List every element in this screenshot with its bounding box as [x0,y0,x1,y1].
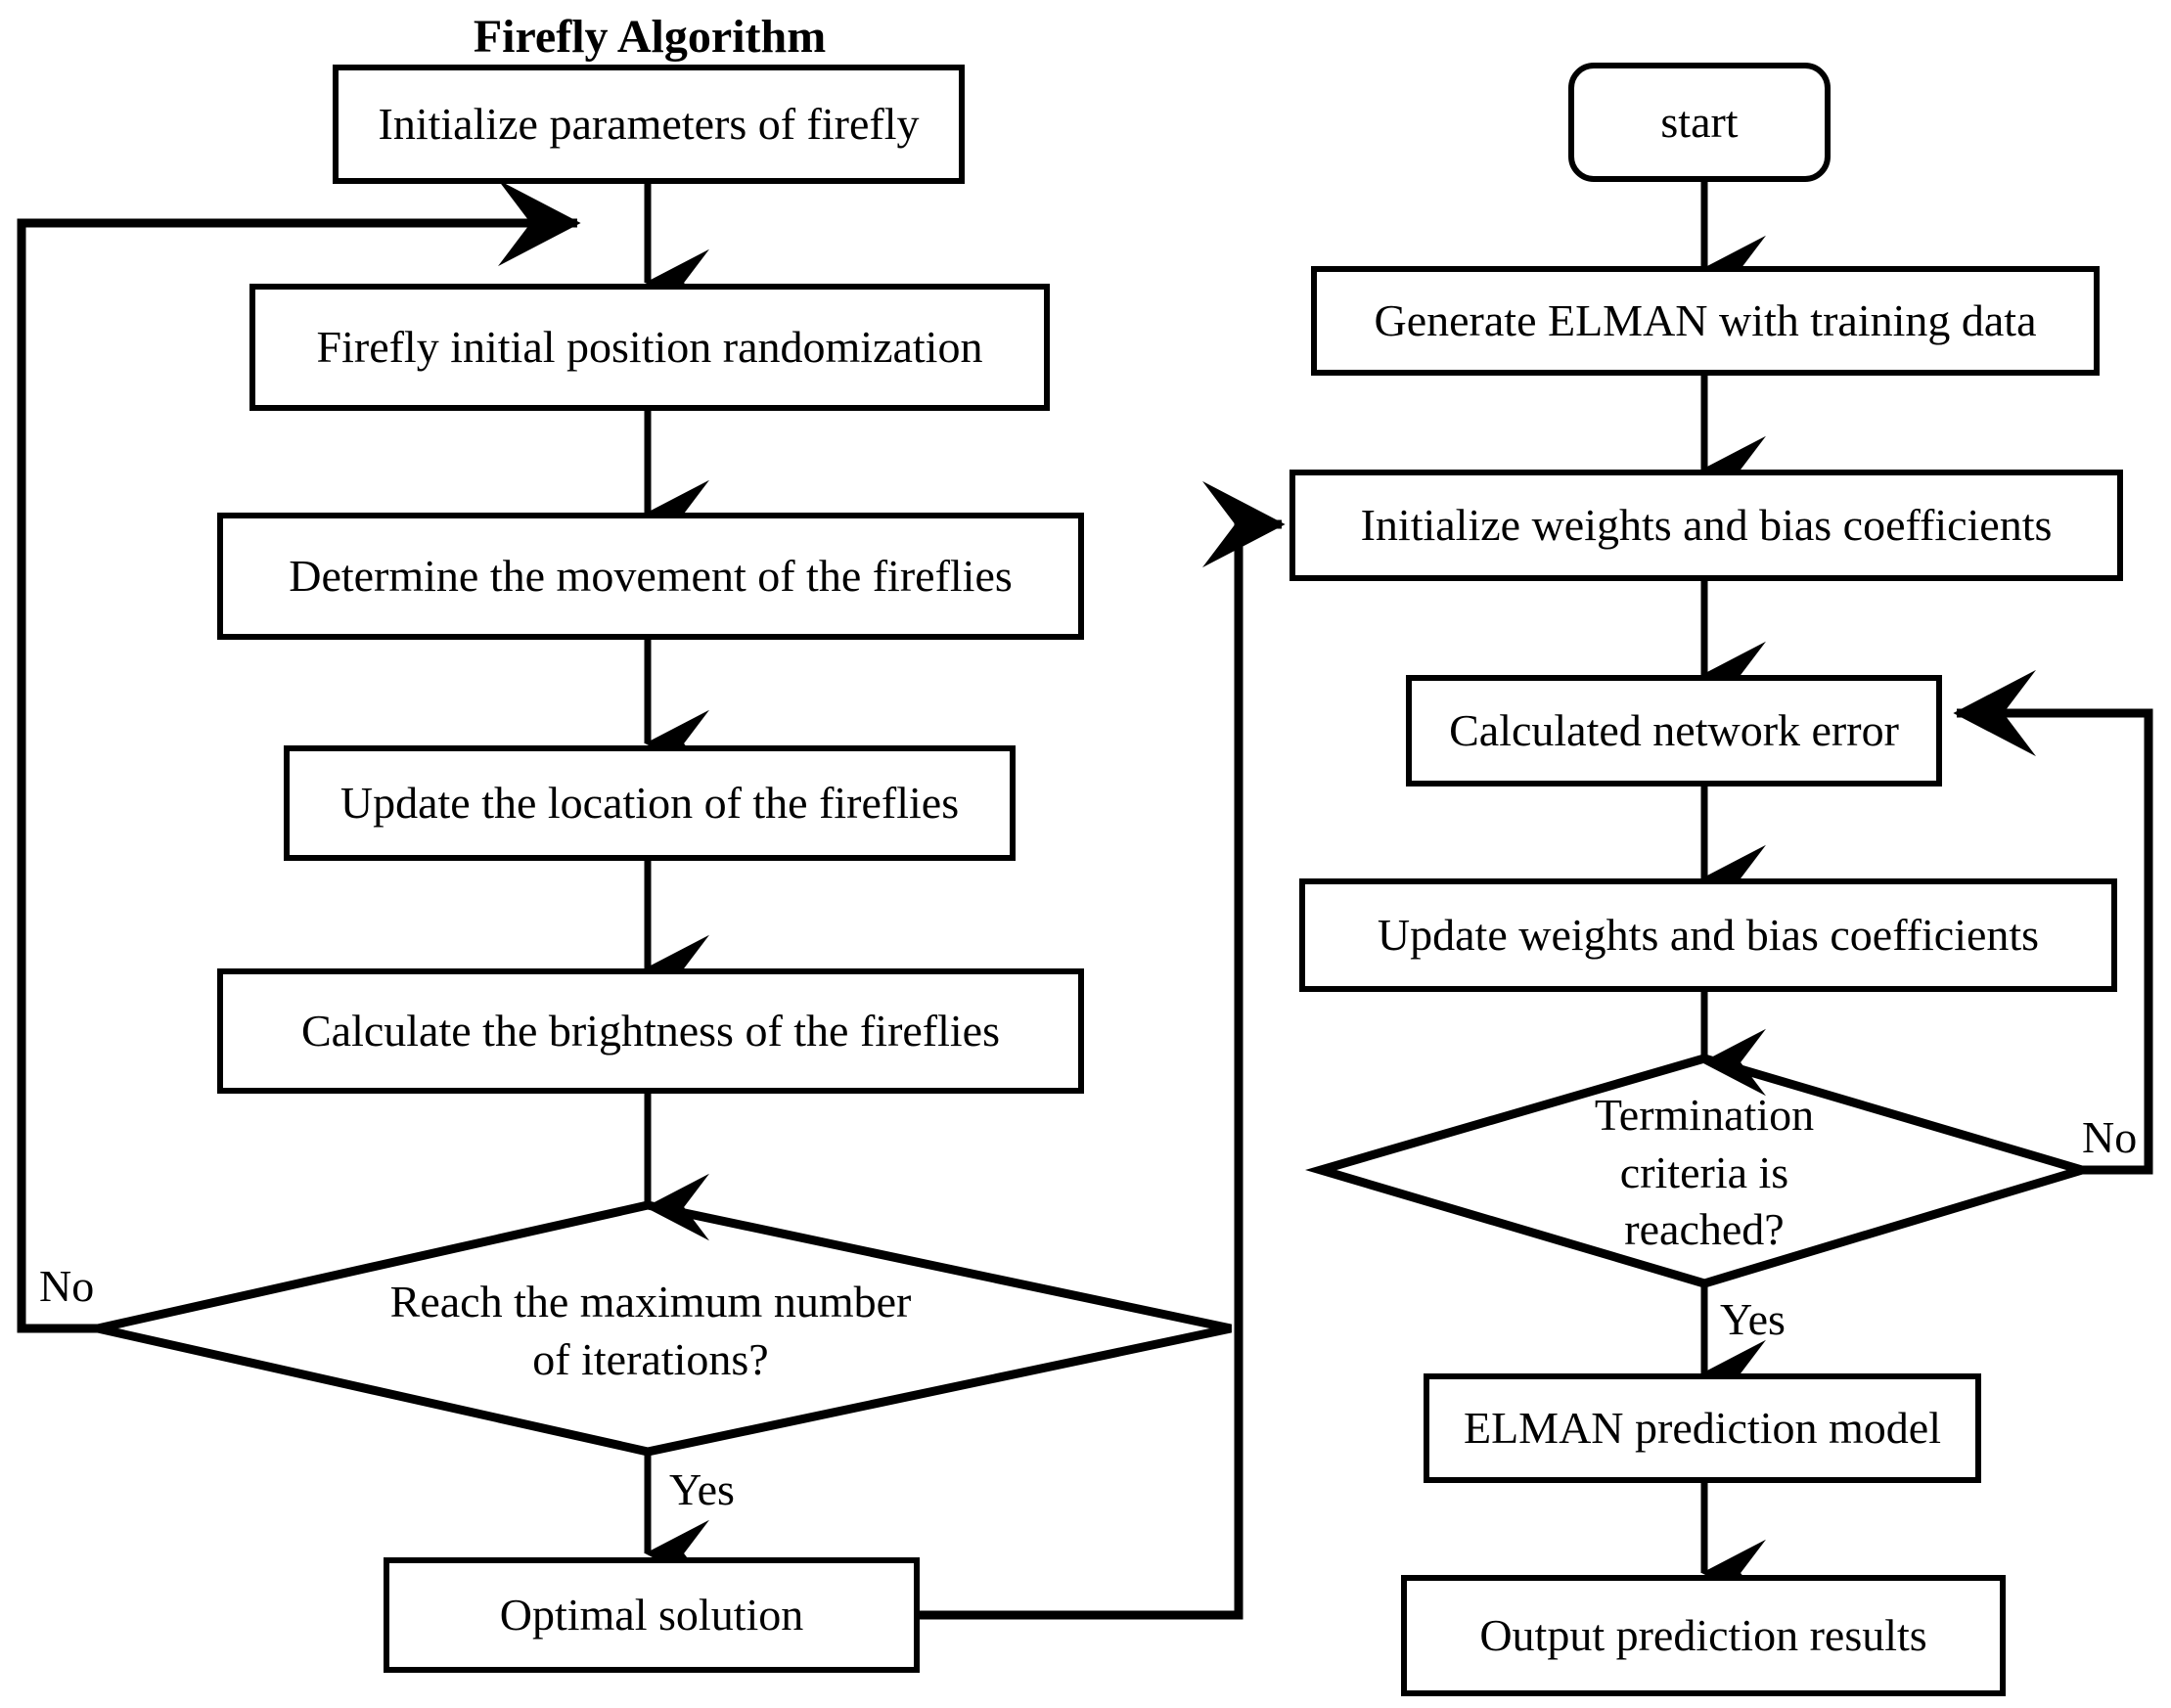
node-start[interactable]: start [1568,63,1831,182]
decision-termination-shape [1305,1054,2098,1288]
node-firefly-initial-position[interactable]: Firefly initial position randomization [249,284,1050,411]
node-label: Calculated network error [1449,705,1899,756]
node-label: Output prediction results [1479,1610,1927,1661]
node-label: Firefly initial position randomization [316,322,983,373]
node-label: Optimal solution [499,1590,804,1641]
node-output-prediction-results[interactable]: Output prediction results [1401,1575,2006,1696]
node-label: Update the location of the fireflies [339,778,960,829]
node-update-weights[interactable]: Update weights and bias coefficients [1299,878,2117,992]
node-update-location[interactable]: Update the location of the fireflies [284,745,1016,861]
node-label: Calculate the brightness of the fireflie… [300,1006,1001,1056]
node-label: Initialize parameters of firefly [378,99,920,150]
node-calculated-network-error[interactable]: Calculated network error [1406,675,1942,787]
node-initialize-parameters[interactable]: Initialize parameters of firefly [333,65,965,184]
node-label: ELMAN prediction model [1463,1403,1941,1454]
node-label: Update weights and bias coefficients [1377,910,2040,961]
edge-optimal-to-init-weights [920,480,1286,1620]
node-label: Initialize weights and bias coefficients [1360,500,2053,551]
node-label: Generate ELMAN with training data [1374,295,2037,346]
edge-label-right-yes: Yes [1720,1294,1786,1344]
chart-title: Firefly Algorithm [473,11,827,63]
node-label: start [1660,97,1739,148]
node-determine-movement[interactable]: Determine the movement of the fireflies [217,513,1084,640]
node-elman-prediction-model[interactable]: ELMAN prediction model [1424,1373,1981,1483]
node-optimal-solution[interactable]: Optimal solution [384,1557,920,1673]
node-initialize-weights[interactable]: Initialize weights and bias coefficients [1289,470,2123,581]
node-generate-elman[interactable]: Generate ELMAN with training data [1311,266,2100,376]
edge-label-left-yes: Yes [669,1464,735,1514]
decision-max-iterations-shape [97,1200,1232,1457]
node-label: Determine the movement of the fireflies [289,551,1013,602]
edge-label-left-no: No [39,1261,95,1311]
edge-decision-no-loop [17,179,581,1333]
edge-label-right-no: No [2082,1112,2138,1162]
node-calculate-brightness[interactable]: Calculate the brightness of the fireflie… [217,968,1084,1094]
edge-termination-no-loop [1953,669,2153,1175]
